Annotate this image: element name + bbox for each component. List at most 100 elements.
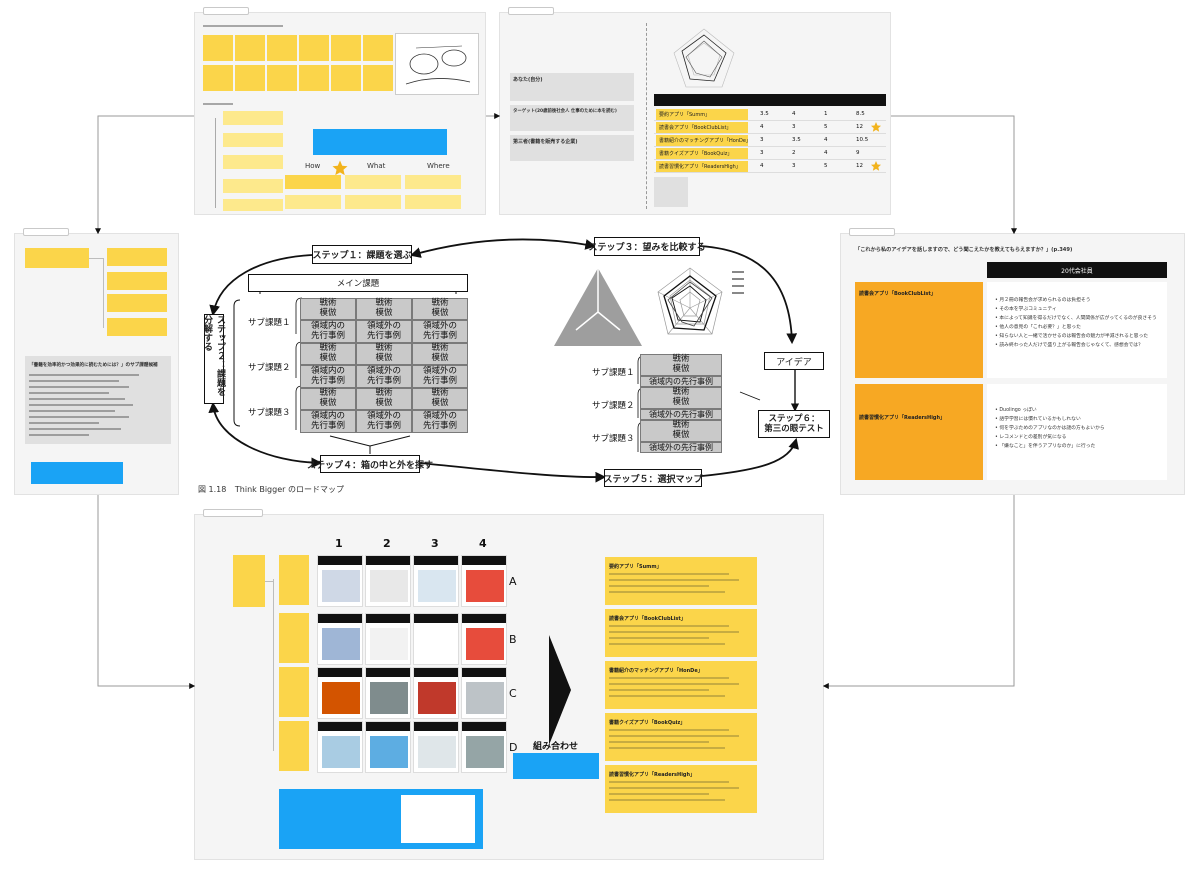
sticky-note <box>203 65 233 91</box>
app-name-cell: 要約アプリ「Summ」 <box>656 109 748 120</box>
blue-note <box>313 129 447 155</box>
tile-header-bar <box>318 614 362 623</box>
step5-sub-issue-2-label: サブ課題２ <box>592 401 635 411</box>
bullet-item: • その本を学ぶコミュニティ <box>995 307 1057 312</box>
result-card-line <box>609 579 739 581</box>
sticky-note <box>285 195 341 209</box>
persona-third: 第三者(書籍を販売する企業) <box>510 135 634 161</box>
score-total: 12 <box>856 124 863 130</box>
case-cell: 領域内の先行事例 <box>640 376 722 387</box>
panel-tag <box>23 228 69 236</box>
idea-label: アイデア <box>776 357 812 368</box>
list-line <box>29 428 121 430</box>
panel-left: 「書籍を効率的かつ効果的に読むためには？」のサブ課題候補 <box>14 228 179 495</box>
sub-issue-2-label: サブ課題２ <box>248 363 291 373</box>
tile-header-bar <box>462 722 506 731</box>
score-row <box>654 160 886 173</box>
sketch-drawing <box>405 45 471 85</box>
sticky-note <box>405 195 461 209</box>
inspiration-tile <box>317 555 363 607</box>
result-card-title: 書籍クイズアプリ「BookQuiz」 <box>609 720 686 726</box>
persona-target: ターゲット(20歳前後社会人 仕事のために本を読む) <box>510 105 634 131</box>
result-card-line <box>609 747 725 749</box>
result-card-line <box>609 683 739 685</box>
list-line <box>29 404 133 406</box>
panel-heading <box>203 25 283 27</box>
result-card: 読書習慣化アプリ「ReadersHigh」 <box>605 765 757 813</box>
column-number: 1 <box>335 537 343 550</box>
blue-note <box>279 789 483 849</box>
score-row <box>654 134 886 147</box>
result-card-line <box>609 689 709 691</box>
tile-image <box>322 736 360 768</box>
tile-image <box>370 628 408 660</box>
column-where: Where <box>427 162 450 170</box>
persona-header: 20代会社員 <box>987 262 1167 278</box>
tree-line <box>215 118 216 208</box>
sticky-note <box>345 175 401 189</box>
blue-note <box>31 462 123 484</box>
idea-box: アイデア <box>764 352 824 370</box>
tile-header-bar <box>366 668 410 677</box>
sticky-note <box>267 65 297 91</box>
row-letter: B <box>509 633 517 646</box>
bullet-item: • レコメンドとの差別が気になる <box>995 435 1067 440</box>
radar-chart <box>657 267 723 335</box>
score-value: 2 <box>792 150 796 156</box>
sticky-note <box>223 133 283 147</box>
score-row <box>654 108 886 121</box>
step5-box: ステップ５：選択マップ <box>604 469 703 487</box>
main-issue-label: メイン課題 <box>336 279 380 289</box>
blue-note <box>513 753 599 779</box>
score-total: 10.5 <box>856 137 869 143</box>
inspiration-tile <box>413 667 459 719</box>
list-line <box>29 422 99 424</box>
step6-box: ステップ６： 第三の眼テスト <box>758 410 830 438</box>
result-card-line <box>609 591 725 593</box>
inspiration-tile <box>317 721 363 773</box>
tile-header-bar <box>414 668 458 677</box>
score-row <box>654 147 886 160</box>
score-value: 5 <box>824 124 828 130</box>
tile-image <box>370 682 408 714</box>
blue-note-image <box>401 795 475 843</box>
result-card-line <box>609 631 739 633</box>
tile-image <box>418 628 456 660</box>
sticky-note <box>363 35 393 61</box>
tech-cell: 戦術 模倣 <box>300 388 356 410</box>
score-row <box>654 121 886 134</box>
panel-tag <box>508 7 554 15</box>
inspiration-tile <box>461 667 507 719</box>
sticky-note <box>405 175 461 189</box>
figure-number: 図 1.18 <box>198 485 227 494</box>
app-name-cell: 読書習慣化アプリ「ReadersHigh」 <box>656 161 748 172</box>
list-line <box>29 374 139 376</box>
inspiration-tile <box>365 613 411 665</box>
inside-case-cell: 領域内の 先行事例 <box>300 410 356 433</box>
result-card-line <box>609 677 729 679</box>
tech-cell: 戦術 模倣 <box>356 298 412 320</box>
bullet-item: • 語学学習には慣れているかもしれない <box>995 417 1081 422</box>
score-value: 4 <box>792 111 796 117</box>
inspiration-tile <box>413 721 459 773</box>
tile-image <box>466 736 504 768</box>
list-line <box>29 392 109 394</box>
tile-header-bar <box>366 614 410 623</box>
tree-line <box>273 579 274 751</box>
inside-case-cell: 領域内の 先行事例 <box>300 320 356 343</box>
outside-case-cell: 領域外の 先行事例 <box>356 365 412 388</box>
combine-label: 組み合わせ <box>533 742 579 752</box>
row-letter: C <box>509 687 517 700</box>
tile-image <box>322 682 360 714</box>
column-number: 3 <box>431 537 439 550</box>
sticky-note <box>279 721 309 771</box>
tech-cell: 戦術 模倣 <box>640 354 722 376</box>
list-line <box>29 410 115 412</box>
sticky-note <box>235 65 265 91</box>
sticky-note <box>285 175 341 189</box>
case-cell: 領域外の先行事例 <box>640 409 722 420</box>
result-card-title: 読書習慣化アプリ「ReadersHigh」 <box>609 772 696 778</box>
result-card-line <box>609 573 729 575</box>
persona-header-label: 20代会社員 <box>1061 267 1093 275</box>
sticky-note <box>279 613 309 663</box>
